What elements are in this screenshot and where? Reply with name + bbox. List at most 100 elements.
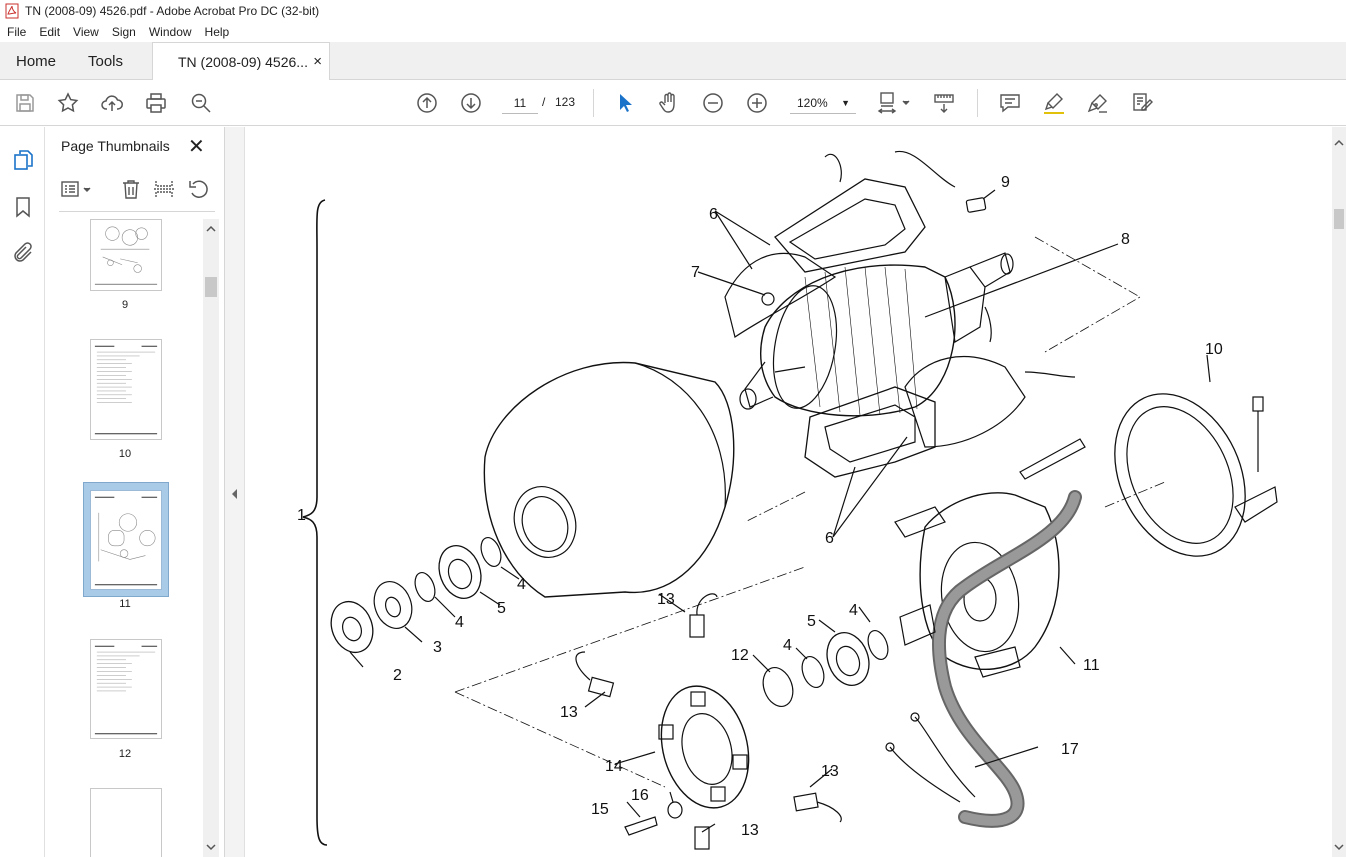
comment-icon[interactable] [998,91,1022,115]
page-down-icon[interactable] [459,91,483,115]
fit-page-icon[interactable] [876,91,912,115]
bookmarks-icon[interactable] [11,195,35,219]
menu-bar: File Edit View Sign Window Help [0,22,1346,42]
tab-close-icon[interactable]: × [313,53,322,70]
callout-label: 4 [849,602,858,619]
print-icon[interactable] [144,91,168,115]
highlight-icon[interactable] [1042,91,1066,115]
tab-document[interactable]: TN (2008-09) 4526... × [152,42,330,81]
callout-label: 16 [631,787,649,804]
thumbnail-label: 12 [118,748,132,760]
edit-icon[interactable] [1130,91,1154,115]
callout-label: 1 [297,507,306,524]
callout-label: 11 [1083,657,1100,674]
tab-document-label: TN (2008-09) 4526... [178,54,308,70]
panel-divider [59,211,215,212]
scroll-thumb[interactable] [205,277,217,297]
scroll-down-icon[interactable] [203,841,219,853]
left-navigation-rail [0,127,45,857]
callout-label: 4 [517,576,526,593]
title-bar: TN (2008-09) 4526.pdf - Adobe Acrobat Pr… [0,0,1346,22]
thumbnail-page-13[interactable] [90,788,162,857]
thumbnail-list: 9 10 11 12 [45,219,203,857]
rotate-pages-icon[interactable] [187,178,211,200]
attachments-icon[interactable] [11,241,35,265]
scroll-thumb[interactable] [1334,209,1344,229]
page-thumbnails-icon[interactable] [11,148,35,172]
thumbnail-scrollbar[interactable] [203,219,219,857]
exploded-motor-diagram: 1 2 3 4 5 4 6 7 8 9 6 10 11 4 5 4 12 13 … [297,150,1278,850]
page-thumbnails-panel: Page Thumbnails ✕ 9 10 11 12 [45,127,225,857]
callout-label: 7 [691,264,700,281]
zoom-level-select[interactable]: 120% ▼ [790,92,856,114]
chevron-left-icon [232,489,237,499]
panel-title: Page Thumbnails [61,138,170,154]
tab-tools[interactable]: Tools [88,53,124,70]
callout-label: 17 [1061,741,1079,758]
menu-edit[interactable]: Edit [39,25,61,39]
acrobat-pdf-icon [5,3,19,19]
callout-label: 13 [560,704,578,721]
zoom-search-icon[interactable] [189,91,213,115]
save-icon[interactable] [13,91,37,115]
thumbnail-page-12[interactable] [90,639,162,739]
thumbnail-label: 9 [121,299,129,311]
chevron-down-icon: ▼ [841,98,850,108]
menu-help[interactable]: Help [204,25,230,39]
callout-label: 3 [433,639,442,656]
toolbar-divider [593,89,594,117]
thumbnail-page-9[interactable] [90,219,162,291]
scroll-up-icon[interactable] [1332,137,1346,149]
callout-label: 4 [455,614,464,631]
hand-icon[interactable] [657,91,681,115]
callout-label: 6 [825,530,834,547]
callout-label: 2 [393,667,402,684]
extract-pages-icon[interactable] [152,178,176,200]
callout-label: 4 [783,637,792,654]
thumbnail-label: 10 [118,448,132,460]
sign-icon[interactable] [1086,91,1110,115]
scroll-up-icon[interactable] [203,223,219,235]
callout-label: 14 [605,758,623,775]
page-number-input[interactable]: 11 [502,92,538,114]
zoom-in-icon[interactable] [745,91,769,115]
callout-label: 13 [657,591,675,608]
page-up-icon[interactable] [415,91,439,115]
callout-label: 8 [1121,231,1130,248]
thumbnail-page-11[interactable] [90,490,162,590]
zoom-out-icon[interactable] [701,91,725,115]
callout-label: 5 [497,600,506,617]
window-title: TN (2008-09) 4526.pdf - Adobe Acrobat Pr… [25,4,320,18]
menu-view[interactable]: View [73,25,99,39]
callout-label: 6 [709,206,718,223]
callout-label: 12 [731,647,749,664]
document-viewer[interactable]: 1 2 3 4 5 4 6 7 8 9 6 10 11 4 5 4 12 13 … [245,127,1332,857]
main-toolbar: 11 / 123 120%▼ [0,80,1346,126]
callout-label: 13 [821,763,839,780]
scroll-mode-icon[interactable] [932,91,956,115]
thumbnail-label: 11 [119,598,131,610]
panel-collapse-handle[interactable] [225,127,245,857]
menu-sign[interactable]: Sign [111,25,136,39]
callout-label: 9 [1001,174,1010,191]
menu-window[interactable]: Window [148,25,192,39]
callout-label: 13 [741,822,759,839]
panel-close-icon[interactable]: ✕ [188,136,205,158]
scroll-down-icon[interactable] [1332,841,1346,853]
toolbar-divider [977,89,978,117]
document-scrollbar[interactable] [1332,127,1346,857]
select-cursor-icon[interactable] [613,91,637,115]
callout-label: 15 [591,801,609,818]
zoom-level-value: 120% [797,96,828,110]
thumbnail-options-icon[interactable] [59,178,95,200]
tab-bar: Home Tools TN (2008-09) 4526... × [0,42,1346,81]
callout-label: 10 [1205,341,1223,358]
delete-pages-icon[interactable] [119,178,143,200]
upload-icon[interactable] [100,91,124,115]
bookmark-star-icon[interactable] [56,91,80,115]
tab-home[interactable]: Home [16,53,57,70]
thumbnail-page-10[interactable] [90,339,162,440]
page-total: 123 [555,95,576,109]
callout-label: 5 [807,613,816,630]
menu-file[interactable]: File [7,25,27,39]
